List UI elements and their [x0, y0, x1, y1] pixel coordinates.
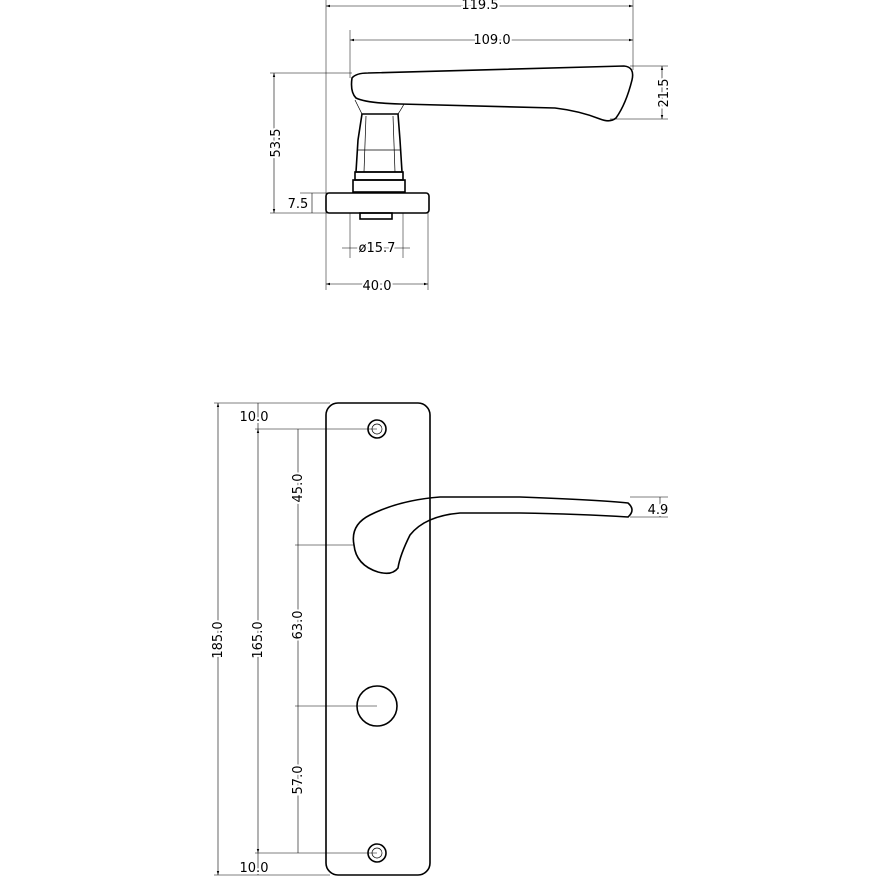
backplate [325, 402, 431, 876]
label-45: 45.0 [291, 474, 306, 503]
label-40: 40.0 [363, 279, 392, 294]
rose [325, 192, 430, 214]
front-view: 10.0 45.0 63.0 57.0 165.0 185.0 10.0 4.9 [209, 402, 670, 878]
label-53-5: 53.5 [269, 129, 284, 158]
label-7-5: 7.5 [288, 197, 309, 212]
label-165: 165.0 [251, 621, 266, 658]
label-21-5: 21.5 [657, 79, 672, 108]
lever-profile [350, 65, 634, 122]
neck [355, 113, 403, 173]
side-view: 119.5 109.0 21.5 53.5 7.5 ø15.7 40.0 [267, 0, 674, 296]
lever-front [352, 496, 633, 575]
label-10-top: 10.0 [240, 410, 269, 425]
label-15-7: ø15.7 [359, 241, 396, 256]
label-63: 63.0 [291, 611, 306, 640]
label-109: 109.0 [473, 33, 510, 48]
collar [354, 171, 404, 181]
spindle-stub [359, 212, 393, 220]
label-10-bottom: 10.0 [240, 861, 269, 876]
collar-lower [352, 179, 406, 193]
label-119-5: 119.5 [461, 0, 498, 13]
label-57: 57.0 [291, 766, 306, 795]
label-185: 185.0 [211, 621, 226, 658]
label-4-9: 4.9 [648, 503, 669, 518]
